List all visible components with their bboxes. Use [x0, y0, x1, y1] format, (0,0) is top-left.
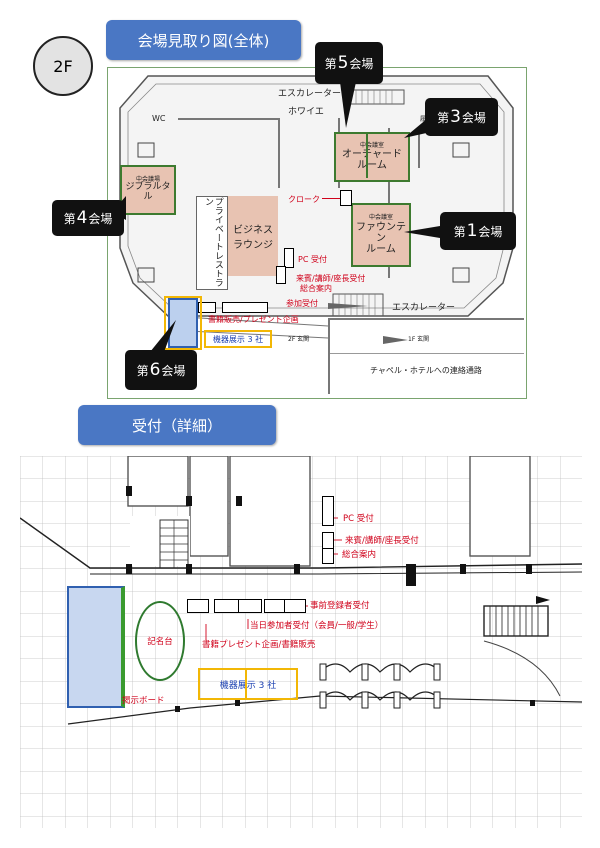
private-restaurant: プライベートレストラン [196, 196, 228, 290]
participant-reception-label: 参加受付 [286, 299, 318, 308]
section-title-overall: 会場見取り図(全体) [106, 20, 301, 60]
wc-label: WC [152, 114, 166, 123]
detail-pc-reception-label: PC 受付 [343, 514, 374, 524]
detail-equipment-label: 機器展示 3 社 [219, 680, 277, 691]
detail-counter-2 [214, 599, 240, 613]
room-orchard-name1: オーチャード [342, 149, 402, 161]
detail-book-sales-label: 書籍プレゼント企画/書籍販売 [202, 640, 316, 650]
detail-same-day-label: 当日参加者受付（会員/一般/学生） [250, 621, 384, 631]
detail-counter-5 [284, 599, 306, 613]
entrance-1f-label: 1F 玄関 [408, 336, 430, 343]
floor-badge: 2F [33, 36, 93, 96]
participant-counter-1 [198, 302, 216, 313]
entrance-2f-label: 2F 玄関 [288, 336, 310, 343]
detail-equipment-exhibit: 機器展示 3 社 [198, 668, 298, 700]
room-orchard-sub: 中会議室 [359, 141, 384, 149]
equipment-exhibit: 機器展示 3 社 [204, 330, 272, 348]
venue6-area-outline [164, 296, 202, 350]
room-orchard[interactable]: 中会議室 オーチャード ルーム [334, 132, 410, 182]
room-gibraltar-name1: ジブラルタル [125, 182, 171, 203]
escalator-top-label: エスカレーター [278, 89, 342, 99]
room-orchard-divider [366, 134, 368, 178]
detail-guest-reception-label: 来賓/講師/座長受付 [345, 536, 419, 546]
room-fountain-sub: 中会議室 [368, 214, 393, 222]
detail-board-label: 掲示ボード [122, 696, 165, 706]
signature-table: 記名台 [135, 601, 185, 681]
equipment-exhibit-label: 機器展示 3 社 [212, 334, 264, 344]
section-title-detail-text: 受付（詳細） [131, 416, 222, 435]
detail-board-area[interactable] [67, 586, 125, 708]
detail-counter-3 [238, 599, 262, 613]
detail-counter-4 [264, 599, 286, 613]
room-orchard-name2: ルーム [357, 160, 387, 172]
escalator-bottom-label: エスカレーター [392, 303, 456, 313]
business-lounge-label-1: ビジネス [233, 225, 273, 236]
foyer-label: ホワイエ [288, 107, 324, 117]
signature-table-label: 記名台 [147, 637, 173, 647]
room-fountain-name2: ルーム [366, 243, 396, 255]
section-title-detail: 受付（詳細） [78, 405, 276, 445]
room-gibraltar[interactable]: 中会議場 ジブラルタル [120, 165, 176, 215]
business-lounge-label-2: ラウンジ [233, 240, 273, 251]
business-lounge: ビジネス ラウンジ [228, 196, 278, 276]
participant-counter-2 [222, 302, 268, 313]
detail-map: 記名台 機器展示 3 社 PC 受付 来賓/講師/座長受付 総合案内 事前登録者… [20, 456, 582, 828]
section-title-overall-text: 会場見取り図(全体) [137, 31, 270, 50]
guest-reception-label: 来賓/講師/座長受付 [296, 274, 366, 283]
cloak-counter [340, 190, 352, 206]
book-sales-label: 書籍販売/プレゼント企画 [208, 315, 299, 324]
detail-equipment-divider [245, 668, 247, 698]
cloak-label: クローク [288, 195, 320, 204]
detail-pre-registered-label: 事前登録者受付 [310, 601, 370, 611]
room-fountain-name1: ファウンテン [356, 221, 406, 244]
detail-info-counter [322, 548, 334, 564]
guest-reception-counter [276, 266, 286, 284]
room-gibraltar-sub: 中会議場 [135, 175, 160, 183]
pc-reception-counter [284, 248, 294, 268]
pc-reception-label: PC 受付 [298, 255, 327, 264]
room-fountain[interactable]: 中会議室 ファウンテン ルーム [351, 203, 411, 267]
floor-label: 2F [53, 56, 73, 76]
chapel-passage-label: チャペル・ホテルへの連絡通路 [370, 366, 482, 375]
detail-info-label: 総合案内 [342, 550, 377, 560]
cloak-arrow [322, 198, 340, 199]
detail-counter-1 [187, 599, 209, 613]
detail-pc-counter [322, 496, 334, 526]
info-label: 総合案内 [300, 284, 332, 293]
private-restaurant-label: プライベートレストラン [203, 197, 223, 287]
